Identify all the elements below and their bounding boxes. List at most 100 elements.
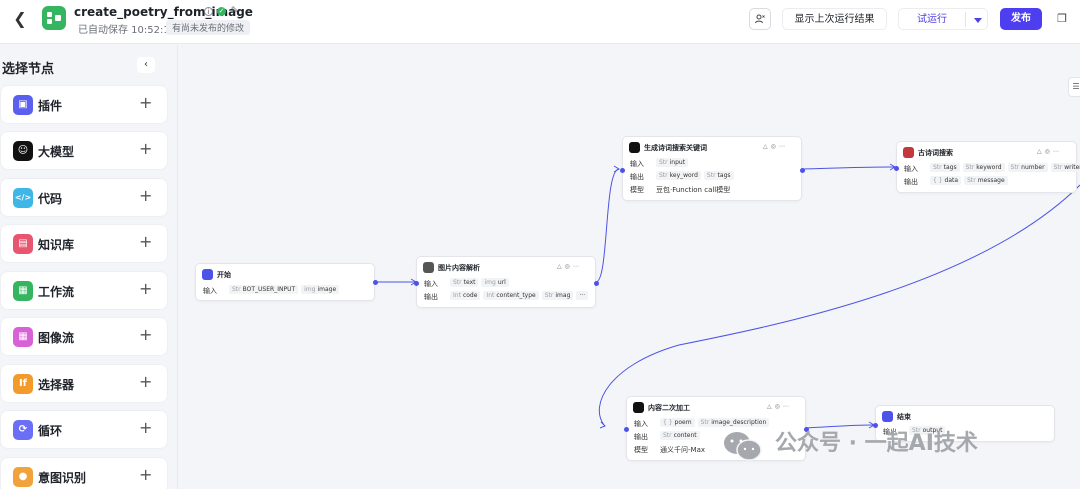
imageflow-icon: ▦ [13,327,33,347]
sidebar-item-label: 选择器 [38,378,75,392]
node-header: 生成诗词搜索关键词 △◎⋯ [629,142,807,154]
selector-icon: If [13,374,33,394]
edge-image-parse-to-keywords [595,168,620,283]
add-icon[interactable]: + [139,279,153,298]
sidebar-item-intent[interactable]: ● 意图识别 + [1,458,167,489]
add-icon[interactable]: + [139,325,153,344]
add-icon[interactable]: + [139,186,153,205]
sidebar-item-label: 意图识别 [38,471,87,485]
input-port[interactable] [624,427,629,432]
arrowhead [613,165,620,173]
output-port[interactable] [800,168,805,173]
info-icon[interactable]: i [204,7,213,16]
check-icon: ✓ [217,7,226,16]
output-port[interactable] [804,427,809,432]
node-header: 内容二次加工 △◎⋯ [633,402,811,414]
outputs-label: 输出 [634,433,648,441]
add-icon[interactable]: + [139,139,153,158]
sidebar-item-plugin[interactable]: ▣ 插件 + [1,86,167,123]
node-header: 开始 [202,269,380,281]
copy-icon[interactable]: ❐ [1057,12,1067,25]
workflow-logo-icon [42,6,66,30]
node-header: 古诗词搜索 △◎⋯ [903,147,1080,159]
code-icon: </> [13,188,33,208]
output-port[interactable] [373,280,378,285]
input-port[interactable] [414,281,419,286]
loop-icon: ⟳ [13,420,33,440]
sidebar-item-llm[interactable]: ☺ 大模型 + [1,132,167,169]
add-icon[interactable]: + [139,418,153,437]
outputs-label: 输出 [630,173,644,181]
app-title: create_poetry_from_image [74,5,253,19]
back-button[interactable]: ❮ [13,9,27,28]
start-icon [202,269,213,280]
sidebar-item-selector[interactable]: If 选择器 + [1,365,167,402]
node-header: 图片内容解析 △◎⋯ [423,262,601,274]
add-icon[interactable]: + [139,232,153,251]
node-actions[interactable]: △◎⋯ [1037,148,1062,155]
publish-button[interactable]: 发布 [1000,8,1042,30]
node-title: 结束 [897,413,911,421]
end-icon [882,411,893,422]
canvas-menu-icon[interactable]: ☰ [1068,77,1080,97]
sidebar-item-loop[interactable]: ⟳ 循环 + [1,411,167,448]
add-icon[interactable]: + [139,93,153,112]
sidebar-item-code[interactable]: </> 代码 + [1,179,167,216]
sidebar-item-workflow[interactable]: ▦ 工作流 + [1,272,167,309]
show-last-run-button[interactable]: 显示上次运行结果 [782,8,887,30]
sidebar-item-knowledge[interactable]: ▤ 知识库 + [1,225,167,262]
user-settings-button[interactable] [749,8,771,30]
sidebar-item-label: 知识库 [38,238,75,252]
edge-content-to-end [804,424,874,429]
node-title: 开始 [217,271,231,279]
output-port[interactable] [594,281,599,286]
node-actions[interactable]: △◎⋯ [557,263,582,270]
outputs-label: 输出 [424,293,438,301]
input-port[interactable] [894,166,899,171]
collapse-panel-button[interactable]: ‹ [137,57,155,73]
sidebar-item-label: 图像流 [38,331,75,345]
test-run-button[interactable]: 试运行 [898,8,988,30]
model-label: 模型 [634,446,648,454]
inputs-label: 输入 [630,160,644,168]
model-label: 模型 [630,186,644,194]
node-actions[interactable]: △◎⋯ [763,143,788,150]
node-actions[interactable]: △◎⋯ [767,403,792,410]
node-panel: 选择节点 ‹ ▣ 插件 + ☺ 大模型 + </> 代码 + ▤ 知识库 + ▦… [0,45,178,489]
more-params[interactable]: ··· [576,291,589,300]
watermark-text: 公众号 · 一起AI技术 [775,431,978,456]
add-icon[interactable]: + [139,372,153,391]
input-port[interactable] [620,168,625,173]
sidebar-item-label: 大模型 [38,145,75,159]
inputs-label: 输入 [203,287,217,295]
edit-icon[interactable]: ✎ [230,6,239,16]
intent-icon: ● [13,467,33,487]
input-port[interactable] [873,423,878,428]
node-title: 古诗词搜索 [918,149,953,157]
add-icon[interactable]: + [139,465,153,484]
model-value: 豆包·Function call模型 [656,186,731,194]
sidebar-item-imageflow[interactable]: ▦ 图像流 + [1,318,167,355]
chevron-down-icon[interactable] [974,18,982,23]
